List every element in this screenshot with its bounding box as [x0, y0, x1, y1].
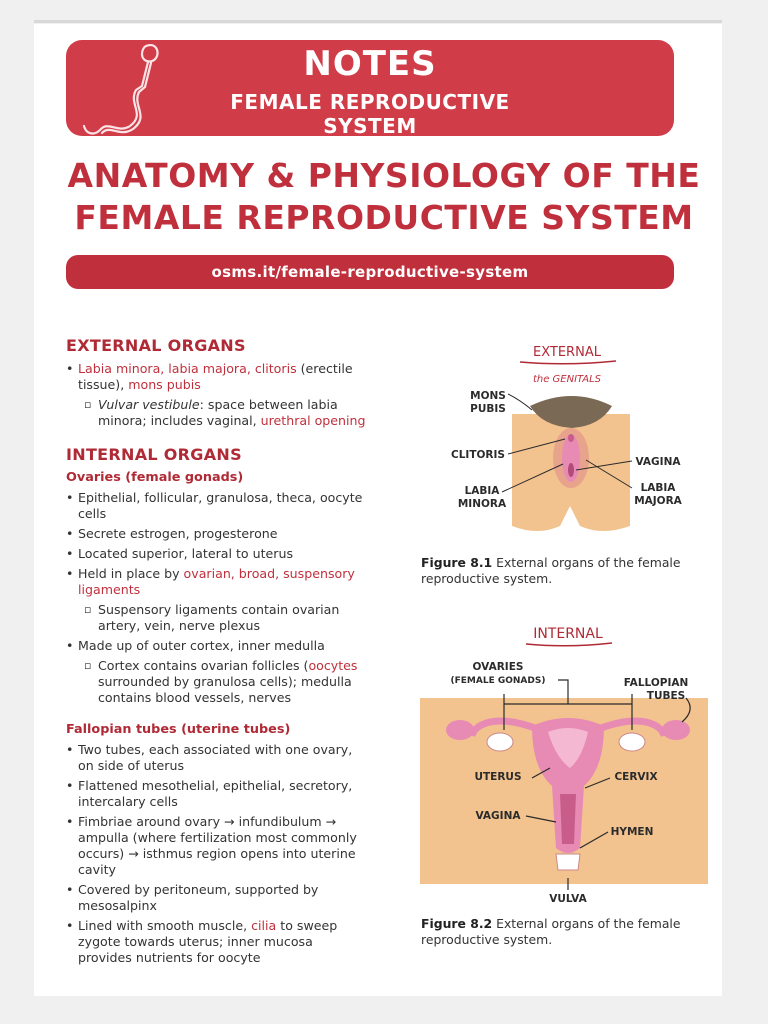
svg-text:MAJORA: MAJORA: [634, 495, 682, 507]
pubic-hair: [530, 396, 612, 428]
fig1-subheading: the GENITALS: [533, 374, 602, 385]
label-cervix: CERVIX: [614, 771, 657, 783]
figure2-caption: Figure 8.2 External organs of the female…: [421, 916, 681, 947]
list-item: Secrete estrogen, progesterone: [66, 526, 366, 542]
label-fallopian-tubes: FALLOPIAN: [624, 677, 689, 689]
figure1-caption: Figure 8.1 External organs of the female…: [421, 555, 681, 586]
internal-organs-heading: INTERNAL ORGANS: [66, 445, 242, 464]
label-vagina: VAGINA: [636, 456, 682, 468]
external-genitals-figure: EXTERNAL the GENITALS MONS PUBIS CLITORI…: [451, 345, 683, 531]
sperm-icon: [82, 44, 159, 135]
fig1-heading: EXTERNAL: [533, 345, 602, 360]
svg-text:TUBES: TUBES: [647, 690, 685, 702]
page-title-line2: FEMALE REPRODUCTIVE SYSTEM: [74, 198, 694, 237]
svg-text:(FEMALE GONADS): (FEMALE GONADS): [451, 676, 546, 686]
list-item: Fimbriae around ovary → infundibulum → a…: [66, 814, 366, 878]
labia-minora-shape: [562, 434, 580, 482]
banner-subtitle-line2: SYSTEM: [323, 114, 417, 138]
label-clitoris: CLITORIS: [451, 449, 505, 461]
notes-content: EXTERNAL ORGANS Labia minora, labia majo…: [66, 312, 366, 970]
list-item: Made up of outer cortex, inner medulla: [66, 638, 366, 654]
fig2-heading: INTERNAL: [533, 626, 603, 642]
list-item: Epithelial, follicular, granulosa, theca…: [66, 490, 366, 522]
svg-text:MINORA: MINORA: [458, 498, 507, 510]
list-item: Located superior, lateral to uterus: [66, 546, 366, 562]
external-organs-list: Labia minora, labia majora, clitoris (er…: [66, 361, 366, 429]
uterus-shape: [532, 718, 604, 853]
url-link[interactable]: osms.it/female-reproductive-system: [66, 255, 674, 289]
list-item: Lined with smooth muscle, cilia to sweep…: [66, 918, 366, 966]
banner-subtitle-line1: FEMALE REPRODUCTIVE: [230, 90, 510, 114]
ovary-left: [486, 732, 514, 752]
label-mons-pubis: MONS: [470, 390, 506, 402]
list-item: Flattened mesothelial, epithelial, secre…: [66, 778, 366, 810]
label-labia-majora: LABIA: [641, 482, 677, 494]
ovary-right: [618, 732, 646, 752]
label-vagina: VAGINA: [476, 810, 522, 822]
label-hymen: HYMEN: [611, 826, 654, 838]
label-ovaries: OVARIES: [473, 661, 524, 673]
internal-organs-figure: INTERNAL OVARIES (FEMALE GONADS) FALLOPI…: [420, 626, 708, 905]
list-item: Covered by peritoneum, supported by meso…: [66, 882, 366, 914]
list-item: Labia minora, labia majora, clitoris (er…: [66, 361, 366, 393]
page-title-line1: ANATOMY & PHYSIOLOGY OF THE: [67, 156, 701, 195]
list-item: Cortex contains ovarian follicles (oocyt…: [66, 658, 366, 706]
svg-text:PUBIS: PUBIS: [470, 403, 506, 415]
label-uterus: UTERUS: [474, 771, 521, 783]
ovaries-heading: Ovaries (female gonads): [66, 470, 244, 485]
label-vulva: VULVA: [549, 893, 587, 905]
ovaries-list: Epithelial, follicular, granulosa, theca…: [66, 490, 366, 706]
fallopian-tubes-heading: Fallopian tubes (uterine tubes): [66, 722, 291, 737]
list-item: Held in place by ovarian, broad, suspens…: [66, 566, 366, 598]
label-labia-minora: LABIA: [465, 485, 501, 497]
list-item: Two tubes, each associated with one ovar…: [66, 742, 366, 774]
list-item: Vulvar vestibule: space between labia mi…: [66, 397, 366, 429]
notes-title: NOTES: [303, 44, 437, 84]
header-banner: NOTES FEMALE REPRODUCTIVE SYSTEM: [66, 40, 674, 138]
top-divider: [34, 20, 722, 23]
list-item: Suspensory ligaments contain ovarian art…: [66, 602, 366, 634]
external-organs-heading: EXTERNAL ORGANS: [66, 336, 246, 355]
fallopian-tubes-list: Two tubes, each associated with one ovar…: [66, 742, 366, 966]
